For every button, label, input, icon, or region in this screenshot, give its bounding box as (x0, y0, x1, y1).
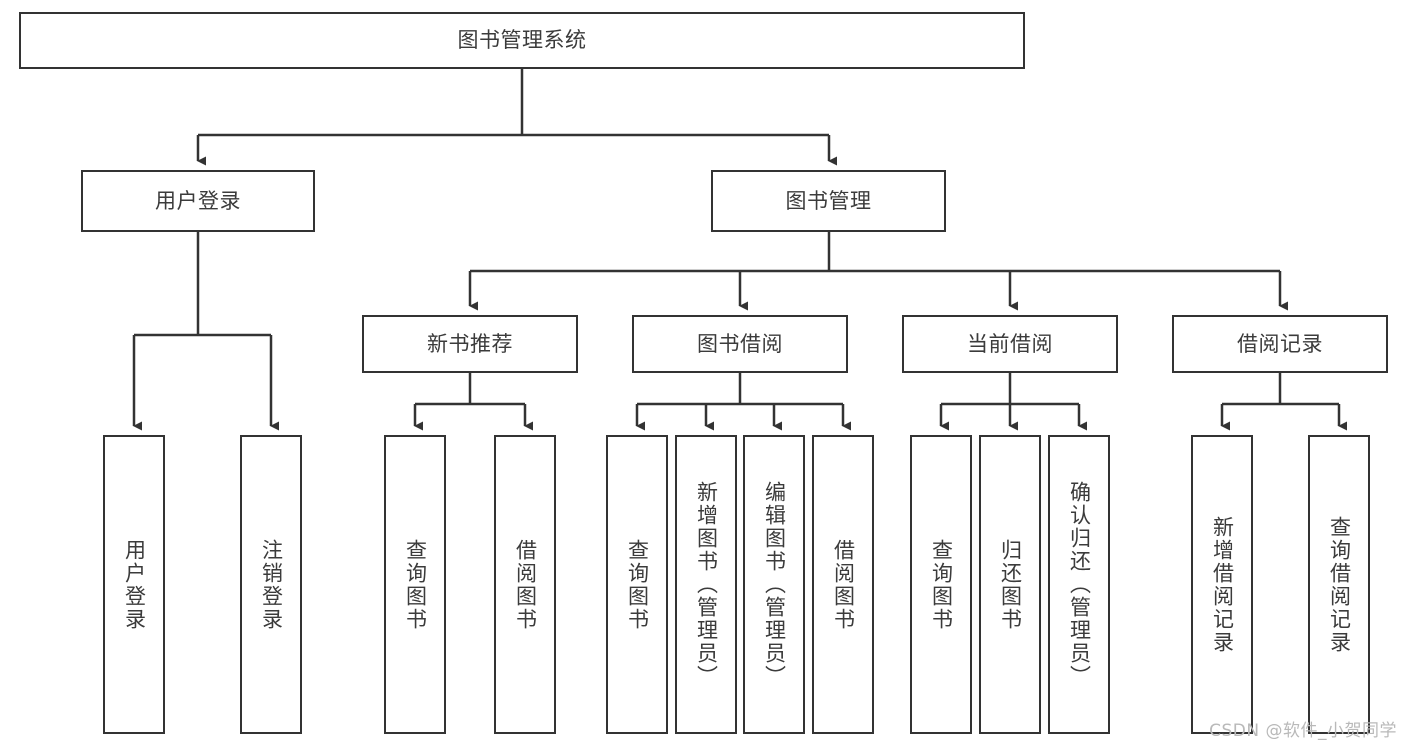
node-label: 新书推荐 (427, 331, 513, 356)
node-leaf-logout-login[interactable]: 注销登录 (240, 435, 302, 734)
node-label: 用户登录 (122, 538, 147, 631)
node-book-management-system[interactable]: 图书管理系统 (19, 12, 1025, 69)
node-label: 查询借阅记录 (1327, 515, 1352, 654)
node-borrow-record[interactable]: 借阅记录 (1172, 315, 1388, 373)
node-label: 确认归还（管理员） (1067, 481, 1092, 688)
node-label: 图书管理 (785, 188, 872, 213)
node-book-borrow[interactable]: 图书借阅 (632, 315, 848, 373)
node-label: 用户登录 (155, 188, 241, 213)
node-book-management[interactable]: 图书管理 (711, 170, 946, 232)
node-label: 归还图书 (998, 538, 1023, 631)
node-label: 借阅记录 (1237, 331, 1323, 356)
node-leaf-query-book-3[interactable]: 查询图书 (910, 435, 972, 734)
node-label: 当前借阅 (967, 331, 1053, 356)
node-user-login[interactable]: 用户登录 (81, 170, 315, 232)
node-leaf-query-borrow-record[interactable]: 查询借阅记录 (1308, 435, 1370, 734)
node-leaf-query-book-1[interactable]: 查询图书 (384, 435, 446, 734)
node-leaf-edit-book[interactable]: 编辑图书（管理员） (743, 435, 805, 734)
node-leaf-borrow-book-2[interactable]: 借阅图书 (812, 435, 874, 734)
node-label: 注销登录 (259, 538, 284, 631)
node-label: 图书管理系统 (457, 28, 587, 53)
node-leaf-query-book-2[interactable]: 查询图书 (606, 435, 668, 734)
node-label: 新增借阅记录 (1210, 515, 1235, 654)
node-label: 图书借阅 (697, 331, 783, 356)
node-label: 编辑图书（管理员） (762, 481, 787, 688)
node-leaf-add-borrow-record[interactable]: 新增借阅记录 (1191, 435, 1253, 734)
node-leaf-return-book[interactable]: 归还图书 (979, 435, 1041, 734)
node-leaf-borrow-book-1[interactable]: 借阅图书 (494, 435, 556, 734)
node-leaf-confirm-return[interactable]: 确认归还（管理员） (1048, 435, 1110, 734)
node-leaf-user-login[interactable]: 用户登录 (103, 435, 165, 734)
node-label: 新增图书（管理员） (694, 481, 719, 688)
node-label: 查询图书 (403, 538, 428, 631)
node-current-borrow[interactable]: 当前借阅 (902, 315, 1118, 373)
node-label: 借阅图书 (513, 538, 538, 631)
node-label: 查询图书 (929, 538, 954, 631)
node-leaf-add-book[interactable]: 新增图书（管理员） (675, 435, 737, 734)
node-label: 借阅图书 (831, 538, 856, 631)
node-label: 查询图书 (625, 538, 650, 631)
node-new-book-recommend[interactable]: 新书推荐 (362, 315, 578, 373)
